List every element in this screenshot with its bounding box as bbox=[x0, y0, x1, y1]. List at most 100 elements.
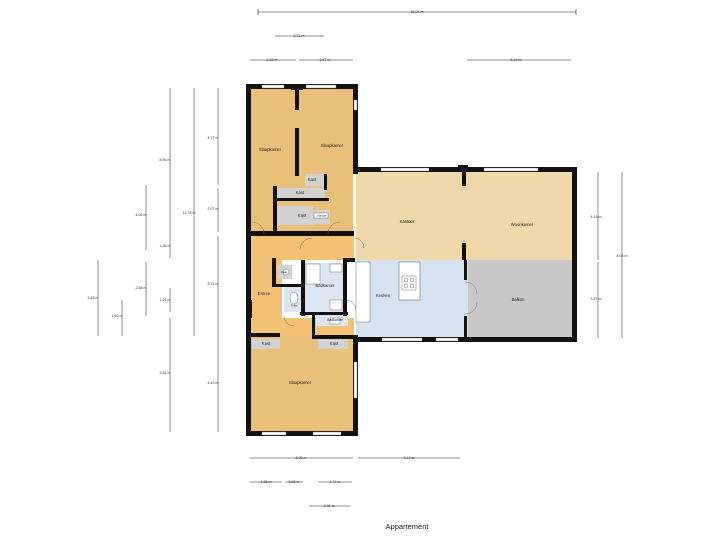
room-label-kast-6: Kast bbox=[330, 341, 339, 346]
wall bbox=[572, 167, 577, 342]
wall bbox=[250, 333, 280, 337]
dim-bottom-2: 5.13 m bbox=[404, 456, 415, 460]
window bbox=[353, 361, 358, 399]
room-label-kast-4: Kast bbox=[281, 270, 287, 274]
fixtures bbox=[282, 212, 421, 325]
dim-left-3: 4.05 m bbox=[136, 213, 147, 217]
dim-bottom-4: 0.88 m bbox=[289, 480, 300, 484]
entree-floor-2 bbox=[250, 260, 282, 336]
room-labels: Slaapkamer Slaapkamer Kast Kast Kast Kan… bbox=[258, 143, 534, 385]
dimensions-bottom: 6.08 m 5.13 m 1.65 m 0.88 m 1.74 m 2.01 … bbox=[250, 456, 460, 508]
dim-right-3: 3.87 m bbox=[591, 297, 602, 301]
doors bbox=[251, 221, 478, 327]
washbasin bbox=[329, 263, 343, 273]
kitchen-island bbox=[398, 261, 421, 301]
room-label-balkon: Balkon bbox=[512, 297, 525, 302]
dimensions-right: 4.15 m 8.03 m 3.87 m bbox=[591, 172, 628, 338]
window bbox=[381, 337, 423, 342]
room-label-kast-1: Kast bbox=[308, 177, 317, 182]
wall bbox=[273, 186, 277, 236]
wall bbox=[312, 335, 354, 339]
room-label-slaapkamer-1: Slaapkamer bbox=[259, 147, 282, 152]
dim-left-6: 1.36 m bbox=[160, 244, 171, 248]
washbasin bbox=[329, 299, 343, 311]
dimensions-top: 15.04 m 2.71 m 2.38 m 2.47 m 5.14 m bbox=[250, 9, 577, 62]
door-swing bbox=[299, 237, 313, 251]
room-label-kast-3: Kast bbox=[298, 213, 307, 218]
wall bbox=[273, 198, 329, 201]
wall bbox=[464, 260, 467, 280]
windows bbox=[261, 84, 539, 436]
room-label-badkamer-1: Badkamer bbox=[315, 283, 335, 288]
kitchen-counter bbox=[355, 261, 371, 323]
window bbox=[305, 84, 337, 89]
kast-3-floor bbox=[277, 206, 313, 225]
wall bbox=[462, 172, 466, 186]
window bbox=[353, 99, 358, 111]
shower-drain bbox=[282, 268, 290, 276]
dimensions-left: 4.77 m 8.96 m 4.05 m 12.78 m 2.07 m 1.36… bbox=[88, 88, 219, 432]
room-label-kantoor: Kantoor bbox=[317, 214, 326, 218]
window bbox=[312, 431, 342, 436]
window bbox=[261, 84, 285, 89]
wall bbox=[464, 316, 467, 338]
window bbox=[261, 431, 287, 436]
kast-6-floor bbox=[318, 339, 348, 349]
wall bbox=[312, 314, 315, 338]
bathtub bbox=[305, 263, 321, 285]
dim-right-1: 4.15 m bbox=[591, 215, 602, 219]
door-swing bbox=[251, 221, 265, 235]
room-label-keuken: Keuken bbox=[376, 293, 391, 298]
room-label-kast-2: Kast bbox=[296, 190, 305, 195]
stove bbox=[401, 275, 417, 291]
door-swing bbox=[464, 301, 478, 315]
appliance bbox=[313, 212, 329, 219]
room-label-entree: Entree bbox=[258, 291, 271, 296]
plan-caption: Appartement bbox=[386, 522, 430, 531]
stove-burner bbox=[409, 283, 415, 289]
bedroom-3-floor bbox=[250, 336, 354, 432]
wall bbox=[353, 337, 577, 342]
wall bbox=[300, 312, 348, 315]
dim-top-a: 2.71 m bbox=[294, 34, 305, 38]
door-swing bbox=[353, 237, 365, 249]
dim-left-5: 2.07 m bbox=[208, 207, 219, 211]
wall bbox=[291, 86, 303, 90]
kast-1-floor bbox=[305, 174, 324, 186]
dim-left-8: 5.74 m bbox=[208, 282, 219, 286]
dim-left-12: 3.84 m bbox=[160, 371, 171, 375]
dim-right-2: 8.03 m bbox=[617, 254, 628, 258]
wall bbox=[353, 167, 577, 172]
room-label-toilet: Toilet bbox=[291, 304, 298, 308]
dim-left-2: 8.96 m bbox=[160, 158, 171, 162]
wall bbox=[250, 231, 354, 236]
wall bbox=[301, 260, 305, 316]
sink bbox=[329, 317, 341, 325]
wall bbox=[353, 84, 358, 174]
dim-top-total: 15.04 m bbox=[411, 10, 424, 14]
toilet-bowl bbox=[289, 291, 299, 305]
stove-burner bbox=[403, 283, 409, 289]
wall bbox=[295, 88, 299, 110]
kast-2-floor bbox=[277, 188, 325, 199]
dim-left-1: 4.77 m bbox=[208, 136, 219, 140]
wall bbox=[343, 258, 347, 316]
room-label-slaapkamer-3: Slaapkamer bbox=[289, 380, 312, 385]
dim-bottom-3: 1.65 m bbox=[261, 480, 272, 484]
door-swing bbox=[283, 315, 295, 327]
room-label-woonkamer: Woonkamer bbox=[511, 222, 534, 227]
window bbox=[483, 167, 539, 172]
room-label-kantoor-2: Kantoor bbox=[400, 219, 415, 224]
dim-bottom-1: 6.08 m bbox=[296, 456, 307, 460]
wall bbox=[324, 174, 327, 190]
room-label-badkamer-2: Badkamer bbox=[327, 318, 343, 322]
dim-left-11: 1.62 m bbox=[112, 314, 123, 318]
stove-burner bbox=[403, 277, 409, 283]
window bbox=[380, 167, 430, 172]
dim-left-9: 3.83 m bbox=[88, 296, 99, 300]
room-label-kast-5: Kast bbox=[262, 341, 271, 346]
wall bbox=[272, 284, 305, 287]
dim-left-10: 1.21 m bbox=[160, 298, 171, 302]
balkon-floor bbox=[468, 260, 572, 338]
